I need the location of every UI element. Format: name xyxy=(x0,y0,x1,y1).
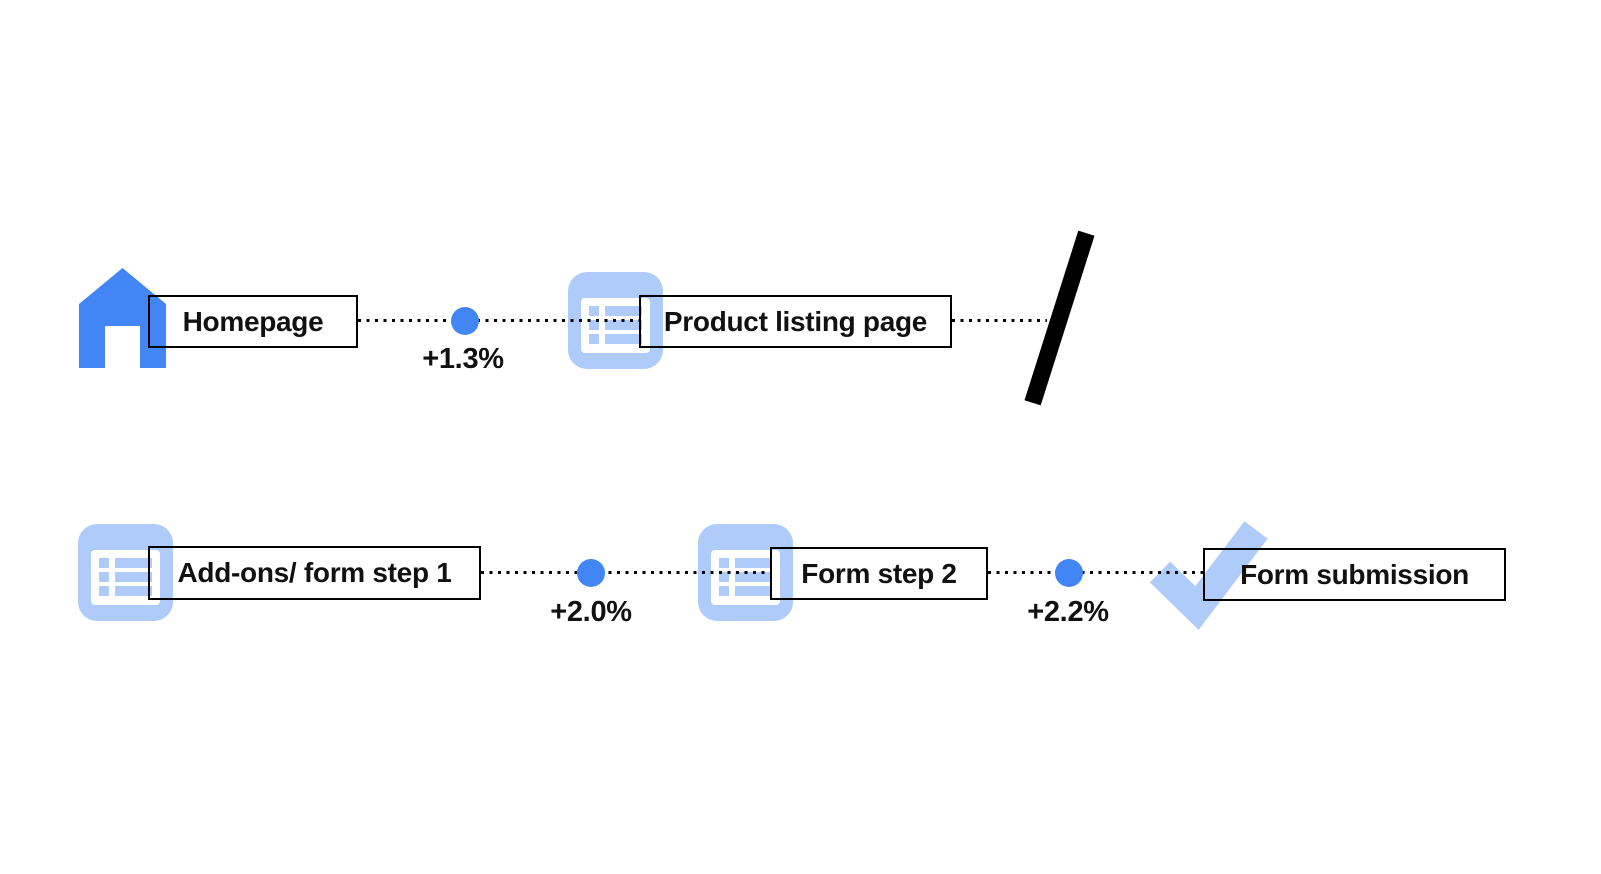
product-listing-label-text: Product listing page xyxy=(663,305,928,337)
addons-label-text: Add-ons/ form step 1 xyxy=(177,557,452,588)
flow-break-slash xyxy=(1024,230,1095,406)
form-submission-label-text: Form submission xyxy=(1240,558,1469,590)
home-icon xyxy=(79,268,166,368)
step-label-product-listing: Product listing page xyxy=(639,295,952,348)
connector-line-2 xyxy=(952,319,1047,322)
connector-line-4 xyxy=(988,571,1203,574)
conversion-dot-2 xyxy=(577,559,605,587)
connector-line-1 xyxy=(358,319,639,322)
delta-label-2: +2.0% xyxy=(550,596,632,628)
check-icon xyxy=(1149,521,1268,630)
step-label-addons: Add-ons/ form step 1 xyxy=(148,546,481,600)
step-label-form-submission: Form submission xyxy=(1203,548,1506,601)
conversion-dot-3 xyxy=(1055,559,1083,587)
connector-line-3 xyxy=(481,571,770,574)
delta-label-1: +1.3% xyxy=(422,343,504,375)
delta-label-3: +2.2% xyxy=(1027,596,1109,628)
form-step-2-label-text: Form step 2 xyxy=(801,557,957,589)
homepage-label-text: Homepage xyxy=(182,305,324,337)
step-label-homepage: Homepage xyxy=(148,295,358,348)
step-label-form-step-2: Form step 2 xyxy=(770,547,988,600)
conversion-dot-1 xyxy=(451,307,479,335)
